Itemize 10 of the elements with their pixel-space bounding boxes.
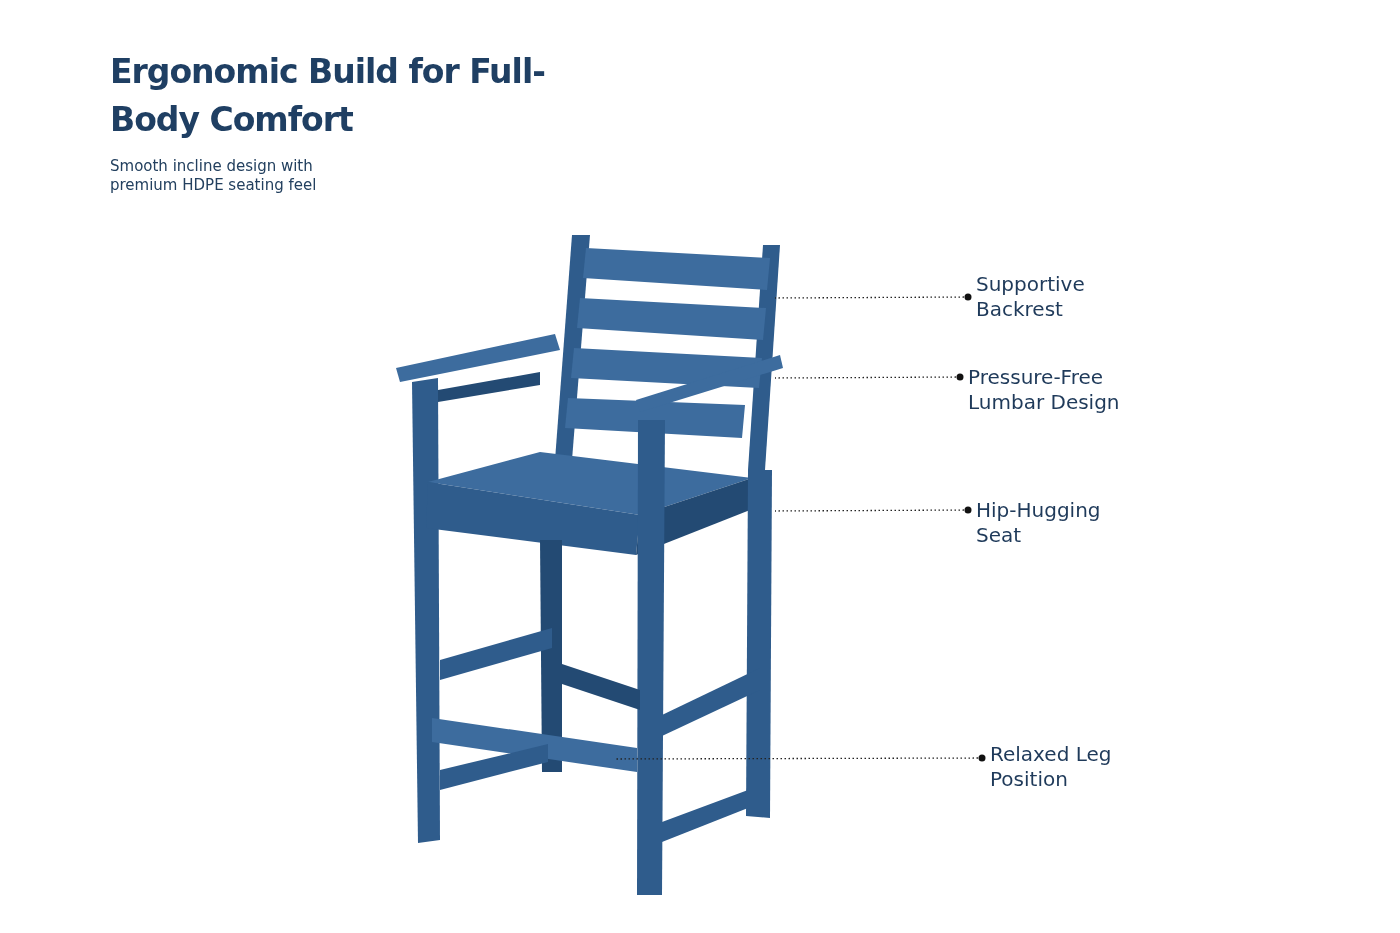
leader-line xyxy=(614,754,986,762)
leader-line xyxy=(774,506,972,514)
leader-line xyxy=(774,373,964,381)
callout-text: Relaxed Leg Position xyxy=(990,742,1130,792)
leader-line xyxy=(774,293,972,301)
callout-text: Hip-Hugging Seat xyxy=(976,498,1116,548)
callout-text: Supportive Backrest xyxy=(976,272,1116,322)
title: Ergonomic Build for Full-Body Comfort xyxy=(110,51,546,141)
callout-text: Pressure-Free Lumbar Design xyxy=(968,365,1148,415)
subtitle: Smooth incline design with premium HDPE seating feel xyxy=(110,157,318,195)
